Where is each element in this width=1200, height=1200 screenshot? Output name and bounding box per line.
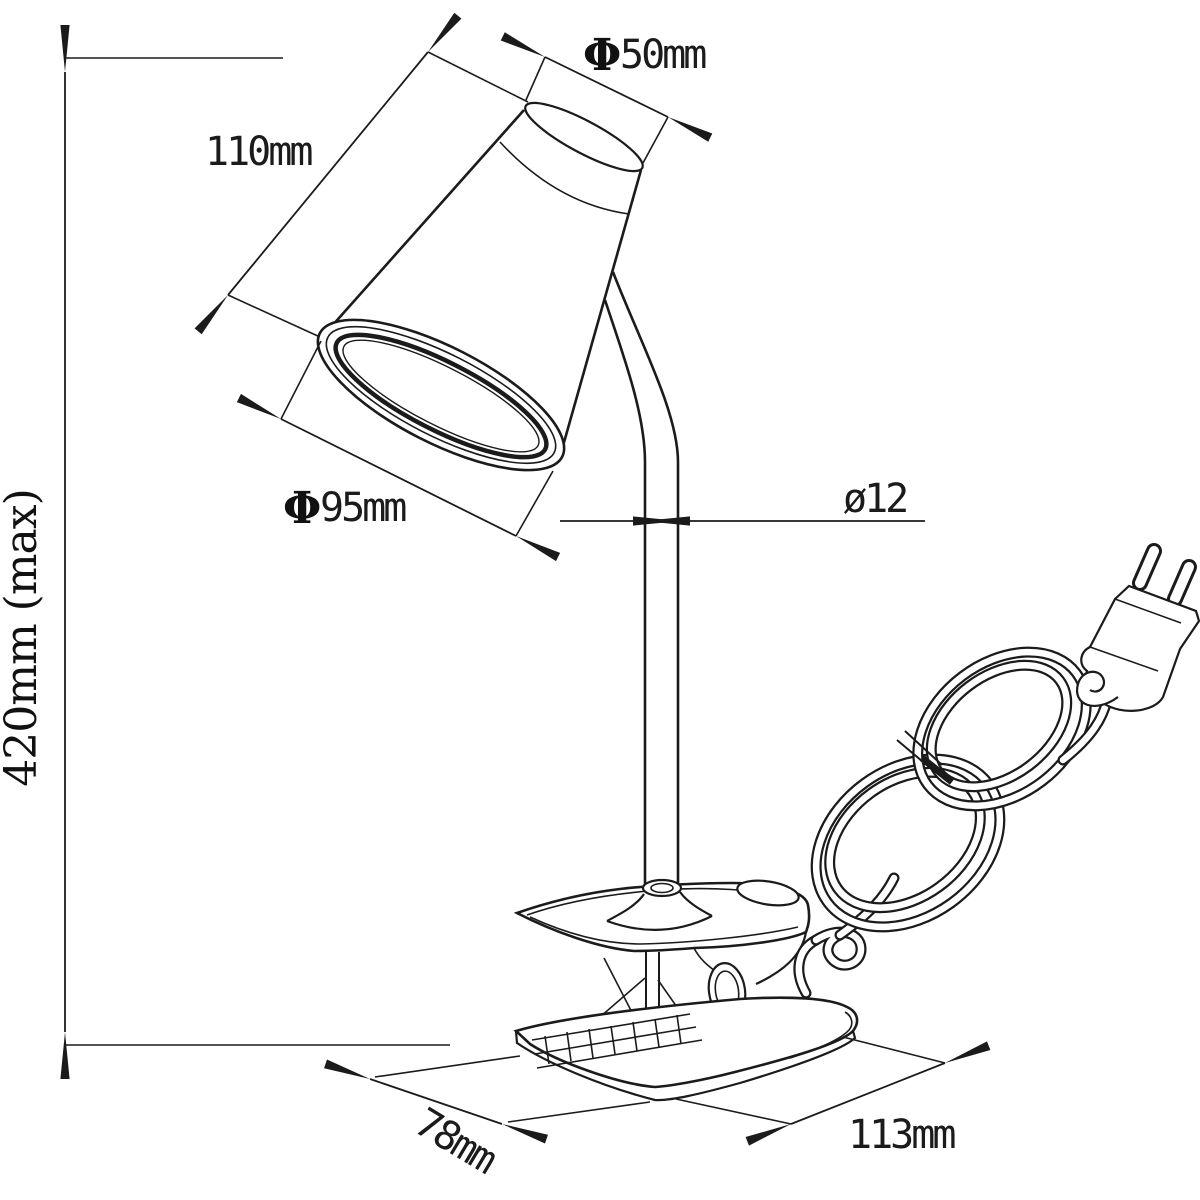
label-shade-length: 110mm: [205, 129, 312, 175]
power-plug: [1075, 543, 1200, 712]
label-opening-diameter-value: 95mm: [320, 485, 406, 531]
gooseneck-ferrule: [606, 878, 713, 931]
label-max-height: 420mm (max): [0, 489, 47, 787]
label-top-diameter-symbol: Φ: [583, 30, 621, 81]
dim-shade-length: 110mm: [194, 12, 529, 338]
clamp-base: [513, 878, 859, 1102]
label-clamp-width: 113mm: [848, 1112, 955, 1158]
plug-body: [1080, 584, 1200, 712]
cord-tie: [896, 730, 955, 785]
shade-top-cap: [524, 101, 644, 173]
dim-shade-top-diameter: Φ 50mm: [500, 30, 713, 164]
label-gooseneck-diameter: ø12: [843, 476, 906, 522]
cord-coil: [810, 646, 1092, 933]
label-clamp-depth: 78mm: [407, 1099, 505, 1183]
dim-max-height: 420mm (max): [0, 25, 450, 1079]
dim-shade-opening-diameter: Φ 95mm: [236, 340, 561, 562]
dim-clamp-width: 113mm: [675, 1036, 991, 1158]
shade-opening-rim: [316, 318, 566, 472]
shade-collar-seam: [499, 141, 630, 215]
lamp-shade: [316, 101, 644, 472]
plug-strain-relief: [1075, 670, 1119, 707]
power-cord: [793, 646, 1113, 999]
label-opening-diameter-symbol: Φ: [283, 483, 321, 534]
clamp-upper-jaw: [513, 881, 811, 953]
label-top-diameter-value: 50mm: [620, 32, 706, 78]
dim-gooseneck-diameter: ø12: [560, 476, 925, 526]
clamp-jaw-hole: [736, 879, 800, 907]
clamp-grid: [531, 1013, 703, 1069]
gooseneck-tube: [603, 271, 680, 884]
